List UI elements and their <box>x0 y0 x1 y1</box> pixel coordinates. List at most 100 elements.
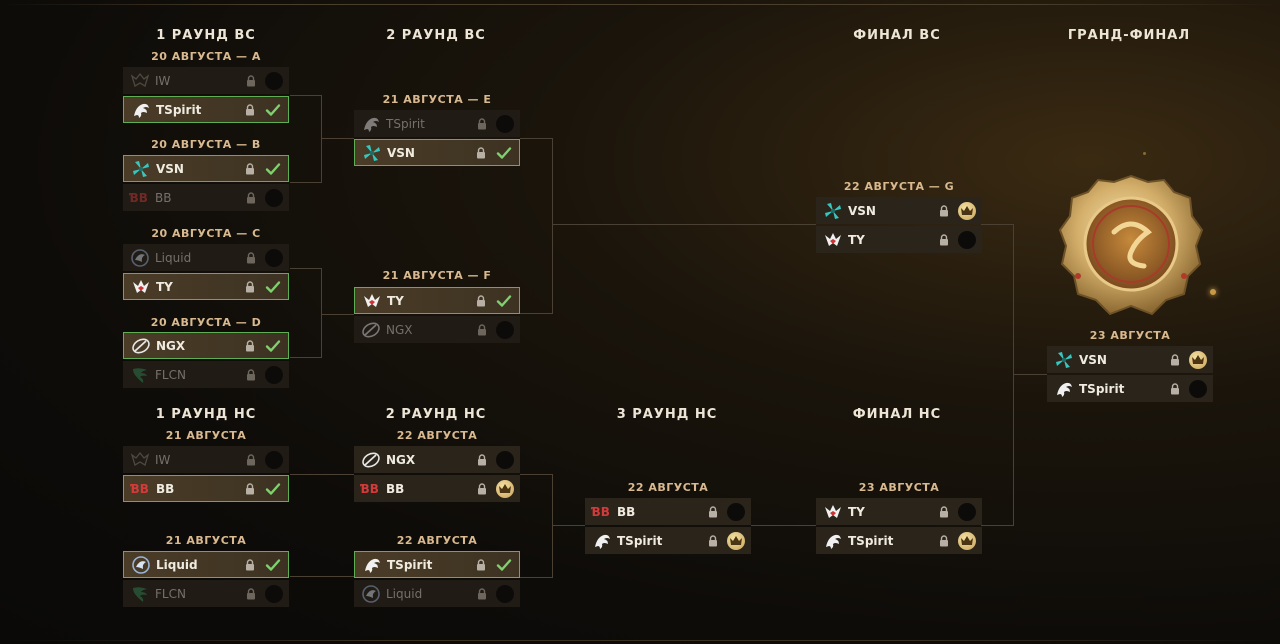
pick-circle-icon[interactable] <box>1189 379 1207 398</box>
check-icon[interactable] <box>264 480 282 498</box>
top-divider <box>0 4 1280 5</box>
pick-circle-icon[interactable] <box>727 502 745 521</box>
team-row[interactable]: TSpirit <box>354 110 520 137</box>
heading-lb-round3: 3 РАУНД НС <box>616 407 718 422</box>
team-row[interactable]: VSN <box>123 155 289 182</box>
team-name: TSpirit <box>1079 381 1125 396</box>
connector <box>552 525 585 526</box>
connector <box>981 224 1014 526</box>
match-grand-final[interactable]: VSN TSpirit <box>1047 346 1213 404</box>
team-name: Liquid <box>156 557 198 572</box>
team-row[interactable]: VSN <box>354 139 520 166</box>
team-name: IW <box>155 452 171 467</box>
crown-icon[interactable] <box>496 479 514 498</box>
match-date: 22 АВГУСТА <box>396 429 478 442</box>
team-name: VSN <box>1079 352 1107 367</box>
vsn-logo-icon <box>1053 350 1075 370</box>
team-row[interactable]: TSpirit <box>354 551 520 578</box>
crown-icon[interactable] <box>1189 350 1207 369</box>
heading-lb-round1: 1 РАУНД НС <box>155 407 257 422</box>
pick-circle-icon[interactable] <box>265 450 283 469</box>
lock-icon <box>707 505 719 519</box>
check-icon[interactable] <box>264 278 282 296</box>
pick-circle-icon[interactable] <box>265 71 283 90</box>
team-row[interactable]: FLCN <box>123 361 289 388</box>
team-row[interactable]: TY <box>816 226 982 253</box>
team-row[interactable]: VSN <box>1047 346 1213 373</box>
team-row[interactable]: TSpirit <box>816 527 982 554</box>
team-row[interactable]: ƁB BB <box>123 184 289 211</box>
pick-circle-icon[interactable] <box>958 230 976 249</box>
pick-circle-icon[interactable] <box>496 114 514 133</box>
pick-circle-icon[interactable] <box>265 188 283 207</box>
liquid-logo-icon <box>130 555 152 575</box>
team-name: FLCN <box>155 367 186 382</box>
check-icon[interactable] <box>264 101 282 119</box>
svg-text:ƁB: ƁB <box>129 191 148 205</box>
vsn-logo-icon <box>822 201 844 221</box>
crown-icon[interactable] <box>958 201 976 220</box>
team-row[interactable]: IW <box>123 446 289 473</box>
team-row[interactable]: Liquid <box>123 244 289 271</box>
team-row[interactable]: NGX <box>123 332 289 359</box>
check-icon[interactable] <box>495 556 513 574</box>
pick-circle-icon[interactable] <box>496 450 514 469</box>
match-d[interactable]: NGX FLCN <box>123 332 289 390</box>
crown-icon[interactable] <box>727 531 745 550</box>
lock-icon <box>244 558 256 572</box>
pick-circle-icon[interactable] <box>496 320 514 339</box>
team-row[interactable]: FLCN <box>123 580 289 607</box>
team-row[interactable]: TY <box>816 498 982 525</box>
check-icon[interactable] <box>495 292 513 310</box>
team-name: BB <box>156 481 175 496</box>
check-icon[interactable] <box>264 160 282 178</box>
team-name: NGX <box>156 338 186 353</box>
team-name: TSpirit <box>617 533 663 548</box>
check-icon[interactable] <box>495 144 513 162</box>
lock-icon <box>245 191 257 205</box>
pick-circle-icon[interactable] <box>265 248 283 267</box>
team-row[interactable]: VSN <box>816 197 982 224</box>
flcn-logo-icon <box>129 584 151 604</box>
team-row[interactable]: TSpirit <box>1047 375 1213 402</box>
team-row[interactable]: TSpirit <box>585 527 751 554</box>
check-icon[interactable] <box>264 337 282 355</box>
team-row[interactable]: TY <box>123 273 289 300</box>
match-b[interactable]: VSN ƁB BB <box>123 155 289 213</box>
lock-icon <box>244 482 256 496</box>
team-name: BB <box>386 481 405 496</box>
match-lb-final[interactable]: TY TSpirit <box>816 498 982 556</box>
team-row[interactable]: Liquid <box>354 580 520 607</box>
team-row[interactable]: TSpirit <box>123 96 289 123</box>
pick-circle-icon[interactable] <box>958 502 976 521</box>
ngx-logo-icon <box>360 450 382 470</box>
pick-circle-icon[interactable] <box>265 365 283 384</box>
team-row[interactable]: IW <box>123 67 289 94</box>
team-name: TY <box>848 504 865 519</box>
check-icon[interactable] <box>264 556 282 574</box>
team-row[interactable]: Liquid <box>123 551 289 578</box>
lock-icon <box>476 453 488 467</box>
team-row[interactable]: NGX <box>354 316 520 343</box>
heading-lb-round2: 2 РАУНД НС <box>385 407 487 422</box>
lock-icon <box>938 204 950 218</box>
team-row[interactable]: NGX <box>354 446 520 473</box>
team-row[interactable]: TY <box>354 287 520 314</box>
pick-circle-icon[interactable] <box>265 584 283 603</box>
crown-icon[interactable] <box>958 531 976 550</box>
pick-circle-icon[interactable] <box>496 584 514 603</box>
team-name: BB <box>155 190 172 205</box>
